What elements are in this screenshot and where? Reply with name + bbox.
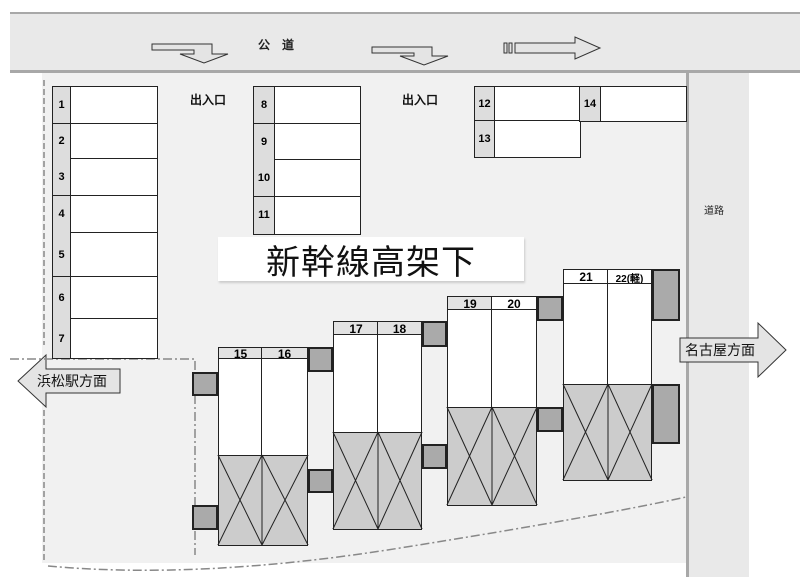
space-number: 13 [475, 121, 495, 157]
parking-space-12[interactable]: 12 [474, 86, 581, 122]
public-road [10, 12, 800, 73]
parking-space-21[interactable] [563, 283, 609, 385]
parking-space-1[interactable]: 1 [52, 86, 158, 124]
parking-space-18[interactable] [377, 334, 422, 433]
space-header-20: 20 [491, 296, 537, 311]
space-number: 12 [475, 87, 495, 121]
parking-space-5[interactable]: 5 [52, 232, 158, 277]
unavailable-area [563, 384, 652, 481]
direction-hamamatsu: 浜松駅方面 [37, 374, 107, 390]
pillar [652, 384, 680, 444]
space-number: 14 [580, 87, 601, 121]
parking-space-8[interactable]: 8 [253, 86, 361, 124]
pillar [537, 407, 563, 432]
space-number: 5 [53, 233, 71, 276]
parking-space-3[interactable]: 3 [52, 158, 158, 196]
pillar [308, 469, 333, 493]
space-number: 6 [53, 276, 71, 319]
space-number: 9 [254, 123, 275, 160]
space-number: 11 [254, 196, 275, 234]
space-number: 1 [53, 87, 71, 123]
parking-space-20[interactable] [491, 309, 537, 408]
space-number: 2 [53, 123, 71, 159]
parking-space-17[interactable] [333, 334, 379, 433]
parking-space-14[interactable]: 14 [579, 86, 687, 122]
pillar [652, 269, 680, 321]
parking-space-19[interactable] [447, 309, 493, 408]
unavailable-area [218, 455, 308, 546]
parking-space-7[interactable]: 7 [52, 318, 158, 359]
entrance-label: 出入口 [402, 93, 439, 107]
pillar [422, 444, 447, 469]
pillar [192, 505, 218, 530]
parking-space-15[interactable] [218, 358, 263, 456]
viaduct-title: 新幹線高架下 [218, 237, 524, 283]
turn-in-arrow-icon [371, 46, 449, 66]
flow-arrow-icon [514, 36, 602, 60]
hamamatsu-arrow-icon [17, 353, 121, 409]
parking-space-11[interactable]: 11 [253, 195, 361, 235]
parking-space-4[interactable]: 4 [52, 194, 158, 234]
pillar [537, 296, 563, 321]
unavailable-area [333, 432, 422, 530]
direction-nagoya: 名古屋方面 [685, 343, 755, 359]
middle-column: 8 9 10 11 [253, 86, 361, 235]
nagoya-arrow-icon [679, 321, 787, 379]
side-road-label: 道路 [704, 206, 724, 217]
space-number: 4 [53, 195, 71, 233]
pillar [422, 321, 447, 347]
parking-space-10[interactable]: 10 [253, 159, 361, 197]
side-road [686, 73, 749, 577]
parking-space-9[interactable]: 9 [253, 122, 361, 161]
space-number: 8 [254, 87, 275, 123]
parking-space-16[interactable] [261, 358, 308, 456]
space-number: 10 [254, 160, 275, 196]
left-column: 1 2 3 4 5 6 7 [52, 86, 158, 359]
space-number: 7 [53, 319, 71, 358]
parking-space-13[interactable]: 13 [474, 120, 581, 158]
public-road-label: 公 道 [258, 38, 295, 52]
unavailable-area [447, 407, 537, 506]
flow-arrow-tail-icon [503, 42, 508, 54]
parking-space-2[interactable]: 2 [52, 122, 158, 160]
entrance-label: 出入口 [190, 93, 227, 107]
parking-space-6[interactable]: 6 [52, 275, 158, 320]
parking-space-22[interactable] [607, 283, 652, 385]
space-number: 3 [53, 159, 71, 195]
turn-in-arrow-icon [151, 43, 229, 64]
pillar [192, 372, 218, 396]
pillar [308, 347, 333, 372]
